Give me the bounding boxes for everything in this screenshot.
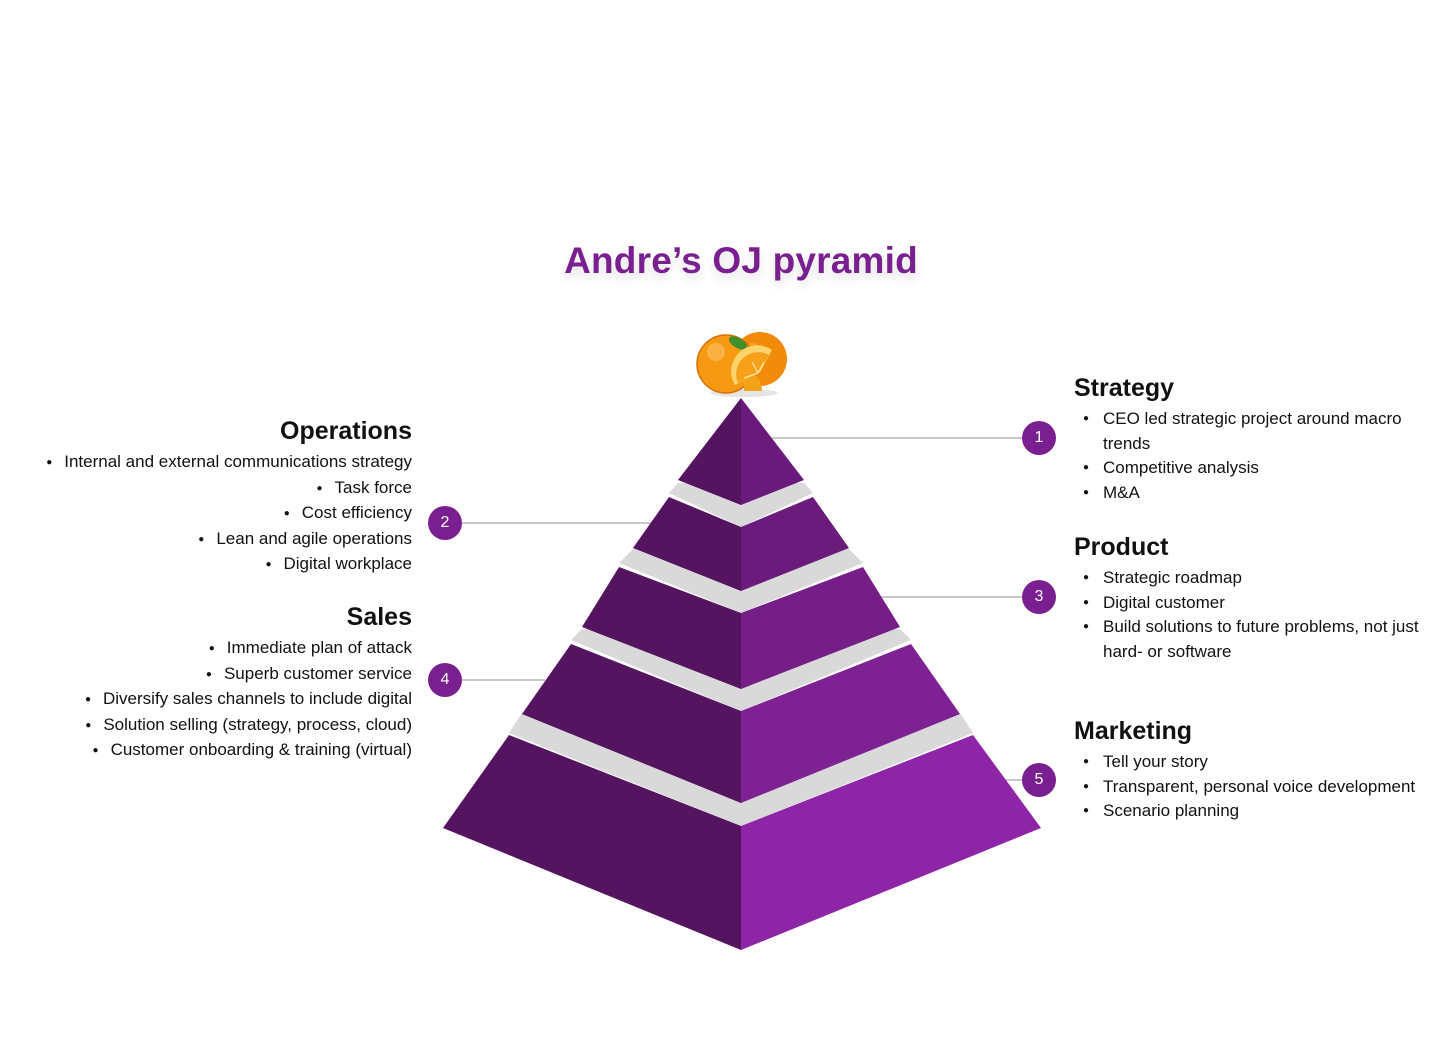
list-item: Internal and external communications str… — [12, 450, 412, 476]
marketing-list: Tell your story Transparent, personal vo… — [1074, 750, 1424, 824]
product-section: Product Strategic roadmap Digital custom… — [1074, 532, 1424, 664]
pyramid-layer-3 — [582, 567, 900, 689]
list-item: Customer onboarding & training (virtual) — [12, 738, 412, 764]
badge-operations: 2 — [428, 506, 462, 540]
sales-section: Sales Immediate plan of attack Superb cu… — [12, 602, 412, 764]
pyramid-layer-2 — [633, 497, 849, 591]
list-item: Task force — [12, 476, 412, 502]
list-item: Digital customer — [1074, 591, 1424, 616]
badge-strategy: 1 — [1022, 421, 1056, 455]
pyramid-layer-4 — [522, 644, 960, 803]
sales-heading: Sales — [346, 603, 412, 631]
list-item: Scenario planning — [1074, 799, 1424, 824]
page-title: Andre’s OJ pyramid — [564, 240, 918, 281]
list-item: Competitive analysis — [1074, 456, 1424, 481]
list-item: Tell your story — [1074, 750, 1424, 775]
strategy-heading: Strategy — [1074, 374, 1175, 402]
marketing-section: Marketing Tell your story Transparent, p… — [1074, 716, 1424, 824]
strategy-list: CEO led strategic project around macro t… — [1074, 407, 1424, 505]
product-list: Strategic roadmap Digital customer Build… — [1074, 566, 1424, 664]
connector-lines — [462, 437, 1022, 781]
list-item: Solution selling (strategy, process, clo… — [12, 713, 412, 739]
pyramid-layer-1 — [678, 398, 804, 505]
operations-section: Operations Internal and external communi… — [12, 416, 412, 578]
marketing-heading: Marketing — [1074, 717, 1193, 745]
list-item: Digital workplace — [12, 552, 413, 578]
list-item: Diversify sales channels to include digi… — [12, 687, 412, 713]
badge-marketing: 5 — [1022, 763, 1056, 797]
list-item: Build solutions to future problems, not … — [1074, 615, 1424, 664]
list-item: Superb customer service — [12, 662, 412, 688]
list-item: Lean and agile operations — [12, 527, 412, 553]
pyramid-layer-5 — [443, 735, 1041, 950]
orange-fruit-icon — [696, 332, 787, 397]
list-item: M&A — [1074, 481, 1424, 506]
list-item: Immediate plan of attack — [12, 636, 412, 662]
list-item: Cost efficiency — [12, 501, 412, 527]
operations-heading: Operations — [280, 417, 412, 445]
product-heading: Product — [1074, 533, 1169, 561]
sales-list: Immediate plan of attack Superb customer… — [12, 636, 412, 764]
badge-product: 3 — [1022, 580, 1056, 614]
strategy-section: Strategy CEO led strategic project aroun… — [1074, 373, 1424, 505]
list-item: CEO led strategic project around macro t… — [1074, 407, 1424, 456]
operations-list: Internal and external communications str… — [12, 450, 412, 578]
list-item: Strategic roadmap — [1074, 566, 1424, 591]
badge-sales: 4 — [428, 663, 462, 697]
list-item: Transparent, personal voice development — [1074, 775, 1424, 800]
